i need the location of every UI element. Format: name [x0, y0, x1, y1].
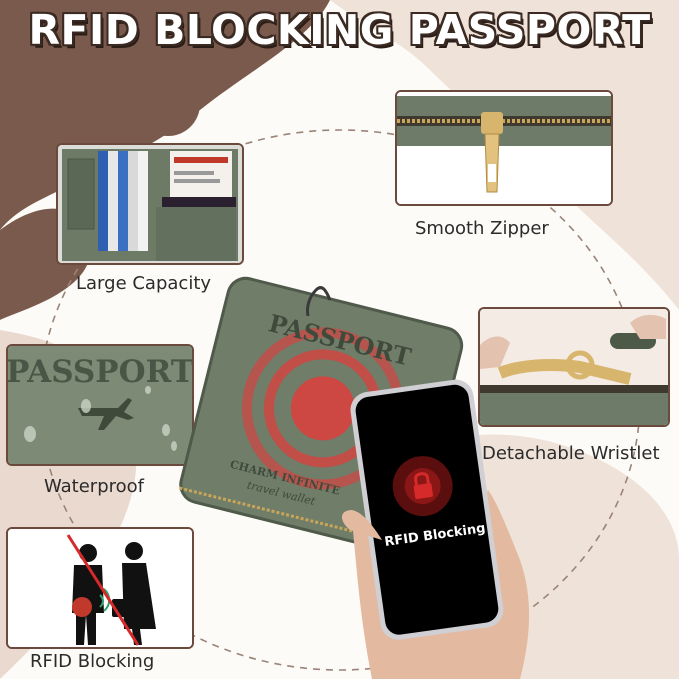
- svg-text:PASSPORT: PASSPORT: [8, 354, 192, 390]
- waterproof-label: Waterproof: [44, 476, 145, 497]
- page-title: RFID BLOCKING PASSPORT: [28, 6, 651, 54]
- detachable-wristlet-image: [478, 307, 670, 427]
- large-capacity-image: PASSPORT: [56, 143, 244, 265]
- detachable-wristlet-label: Detachable Wristlet: [482, 443, 660, 464]
- rfid-blocking-label: RFID Blocking: [30, 651, 155, 672]
- smooth-zipper-label: Smooth Zipper: [415, 218, 549, 239]
- rfid-blocking-image: [6, 527, 194, 649]
- large-capacity-label: Large Capacity: [76, 273, 212, 294]
- smooth-zipper-image: [395, 90, 613, 206]
- waterproof-image: PASSPORT: [6, 344, 194, 466]
